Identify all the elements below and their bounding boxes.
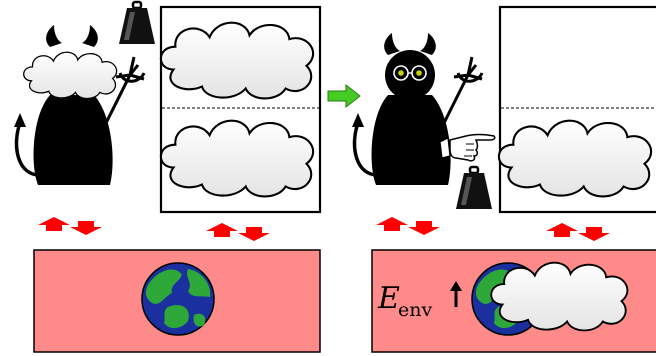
panel-left: [12, 0, 322, 353]
demon-left: [12, 25, 146, 187]
exchange-arrows-right-demon: [376, 217, 440, 235]
energy-subscript: env: [398, 299, 432, 321]
energy-label: E env: [377, 281, 462, 321]
green-arrow-icon: [327, 83, 361, 109]
trident-icon-right: [436, 55, 484, 137]
panel-right: E env: [350, 5, 656, 353]
earth-icon-left: [141, 262, 215, 336]
glasses-icon: [393, 65, 427, 81]
exchange-arrows-left-demon: [38, 217, 102, 235]
weight-icon-bottom: [454, 165, 494, 211]
cloud-head-icon: [23, 51, 118, 100]
exchange-arrows-right-box: [546, 223, 610, 241]
arrow-up-icon: [450, 281, 462, 307]
energy-symbol: E: [377, 281, 400, 316]
demon-right: [350, 33, 484, 187]
weight-icon-top: [117, 0, 157, 46]
pointing-hand-icon: [439, 133, 496, 162]
exchange-arrows-left-box: [206, 223, 270, 241]
